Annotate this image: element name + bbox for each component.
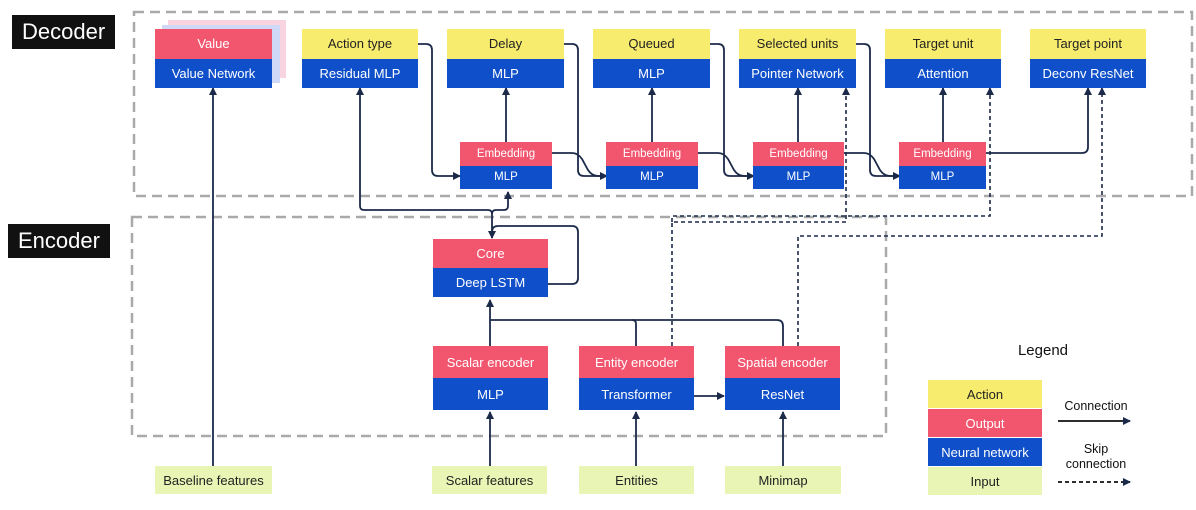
action-type-label: Action type xyxy=(302,29,418,59)
edge-emb4-target-point xyxy=(986,87,1092,154)
selected-units-head: Selected units Pointer Network xyxy=(739,29,856,88)
embedding-4-mlp: MLP xyxy=(899,165,986,189)
embedding-1-label: Embedding xyxy=(460,142,552,166)
legend-action: Action xyxy=(928,380,1042,408)
value-output: Value xyxy=(155,29,272,59)
input-scalar-features: Scalar features xyxy=(432,466,547,494)
encoder-border xyxy=(130,215,888,438)
embedding-4-label: Embedding xyxy=(899,142,986,166)
core-node: Core Deep LSTM xyxy=(433,239,548,297)
entity-encoder: Entity encoder Transformer xyxy=(579,346,694,410)
deconv-resnet: Deconv ResNet xyxy=(1030,58,1146,88)
target-unit-head: Target unit Attention xyxy=(885,29,1001,88)
decoder-section-label: Decoder xyxy=(12,15,116,49)
input-minimap: Minimap xyxy=(725,466,841,494)
edge-core-embedding xyxy=(491,191,512,238)
action-type-head: Action type Residual MLP xyxy=(302,29,418,88)
attention-network: Attention xyxy=(885,58,1001,88)
decoder-border xyxy=(132,10,1194,198)
embedding-3-mlp: MLP xyxy=(753,165,844,189)
legend-neural-network: Neural network xyxy=(928,438,1042,466)
residual-mlp: Residual MLP xyxy=(302,58,418,88)
embedding-3-label: Embedding xyxy=(753,142,844,166)
entity-encoder-label: Entity encoder xyxy=(579,346,694,378)
legend-skip-label-2: connection xyxy=(1065,457,1127,471)
legend-connection-label: Connection xyxy=(1064,399,1128,413)
embedding-2: Embedding MLP xyxy=(606,142,698,189)
spatial-encoder-label: Spatial encoder xyxy=(725,346,840,378)
target-point-label: Target point xyxy=(1030,29,1146,59)
embedding-2-label: Embedding xyxy=(606,142,698,166)
queued-label: Queued xyxy=(593,29,710,59)
edge-emb1-emb2 xyxy=(552,152,607,177)
transformer: Transformer xyxy=(579,378,694,410)
queued-head: Queued MLP xyxy=(593,29,710,88)
edge-spatial-core xyxy=(632,319,784,346)
edge-entity-core xyxy=(490,319,637,346)
encoder-section-label: Encoder xyxy=(8,224,110,258)
delay-label: Delay xyxy=(447,29,564,59)
edge-emb2-emb3 xyxy=(698,152,754,177)
edge-selected-embedding xyxy=(856,43,901,180)
delay-head: Delay MLP xyxy=(447,29,564,88)
scalar-encoder-mlp: MLP xyxy=(433,378,548,410)
deep-lstm: Deep LSTM xyxy=(433,268,548,297)
edge-core-action-type xyxy=(356,87,493,215)
selected-units-label: Selected units xyxy=(739,29,856,59)
scalar-encoder-label: Scalar encoder xyxy=(433,346,548,378)
skip-entity-selected xyxy=(671,87,850,346)
target-unit-label: Target unit xyxy=(885,29,1001,59)
edge-emb3-emb4 xyxy=(844,152,900,177)
spatial-encoder: Spatial encoder ResNet xyxy=(725,346,840,410)
core-label: Core xyxy=(433,239,548,268)
edge-delay-embedding xyxy=(564,43,608,180)
legend-input: Input xyxy=(928,467,1042,495)
value-head: Value Value Network xyxy=(155,29,272,88)
input-baseline-features: Baseline features xyxy=(155,466,272,494)
embedding-2-mlp: MLP xyxy=(606,165,698,189)
embedding-3: Embedding MLP xyxy=(753,142,844,189)
embedding-1: Embedding MLP xyxy=(460,142,552,189)
skip-entity-target-unit xyxy=(671,87,994,222)
legend-output: Output xyxy=(928,409,1042,437)
edge-action-type-embedding xyxy=(418,43,461,180)
embedding-1-mlp: MLP xyxy=(460,165,552,189)
delay-mlp: MLP xyxy=(447,58,564,88)
legend-skip-label-1: Skip xyxy=(1083,442,1109,456)
legend-title: Legend xyxy=(1017,342,1069,359)
skip-spatial-target-point xyxy=(797,87,1106,346)
edge-lstm-loop xyxy=(488,225,579,285)
edge-queued-embedding xyxy=(710,43,755,180)
value-network: Value Network xyxy=(155,58,272,88)
embedding-4: Embedding MLP xyxy=(899,142,986,189)
resnet: ResNet xyxy=(725,378,840,410)
scalar-encoder: Scalar encoder MLP xyxy=(433,346,548,410)
input-entities: Entities xyxy=(579,466,694,494)
pointer-network: Pointer Network xyxy=(739,58,856,88)
queued-mlp: MLP xyxy=(593,58,710,88)
target-point-head: Target point Deconv ResNet xyxy=(1030,29,1146,88)
